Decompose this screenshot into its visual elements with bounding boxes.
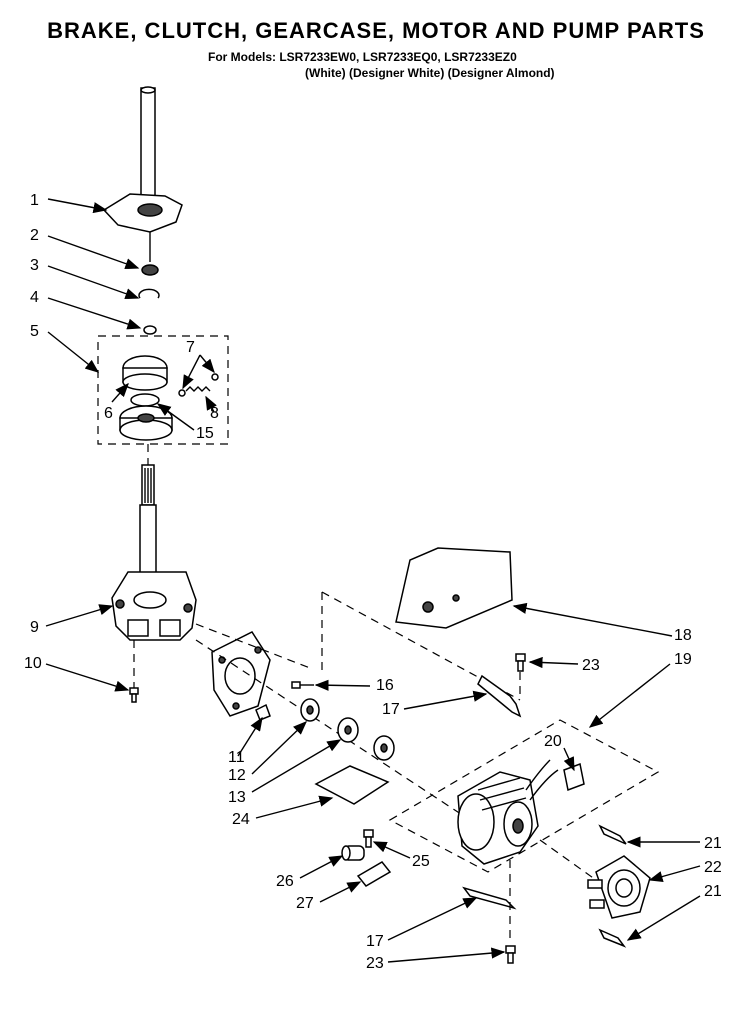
- callout-6: 6: [104, 405, 113, 422]
- callout-8: 8: [210, 405, 219, 422]
- gearcase-part: [111, 571, 197, 641]
- motor-wires-part: [525, 759, 585, 801]
- callout-3: 3: [30, 257, 39, 274]
- washer-part: [141, 264, 159, 276]
- kit-dashed-box: [97, 335, 229, 445]
- models-line: For Models: LSR7233EW0, LSR7233EQ0, LSR7…: [208, 50, 517, 64]
- retaining-ring-part: [138, 288, 160, 299]
- motor-bolt-lower-part: [505, 945, 516, 964]
- coupling-hub-part: [255, 703, 271, 721]
- callout-16: 16: [376, 677, 394, 694]
- callout-25: 25: [412, 853, 430, 870]
- gearcase-bolt-part: [129, 687, 139, 703]
- pump-part: [587, 855, 651, 919]
- callout-19: 19: [674, 651, 692, 668]
- callout-11: 11: [228, 749, 245, 766]
- coupling-parts: [300, 698, 395, 761]
- leader-lines: [45, 198, 701, 963]
- spring-clamp-part: [477, 674, 522, 718]
- callout-1: 1: [30, 192, 39, 209]
- callout-27: 27: [296, 895, 314, 912]
- centerline-gearcase-pump: [195, 623, 311, 669]
- centerline-drive: [195, 639, 471, 821]
- callout-9: 9: [30, 619, 39, 636]
- callout-21-upper: 21: [704, 835, 722, 852]
- callout-15: 15: [196, 425, 214, 442]
- callout-18: 18: [674, 627, 692, 644]
- clutch-pulley-part: [119, 393, 173, 441]
- brake-band-part: [122, 355, 168, 391]
- callout-2: 2: [30, 227, 39, 244]
- small-ring-part: [143, 325, 157, 335]
- clip-lower-part: [598, 928, 627, 948]
- callout-13: 13: [228, 789, 246, 806]
- brake-assembly-part: [102, 193, 183, 262]
- callout-24: 24: [232, 811, 250, 828]
- callout-22: 22: [704, 859, 722, 876]
- callout-10: 10: [24, 655, 42, 672]
- clip-upper-part: [598, 824, 627, 845]
- capacitor-strap-part: [356, 861, 392, 887]
- callout-7: 7: [186, 339, 195, 356]
- diagram-title: BRAKE, CLUTCH, GEARCASE, MOTOR AND PUMP …: [47, 18, 705, 43]
- motor-bolt-upper-part: [515, 653, 526, 672]
- callout-26: 26: [276, 873, 294, 890]
- drive-shaft-top: [140, 86, 156, 217]
- lower-clamp-part: [462, 886, 517, 910]
- motor-mount-plate-part: [395, 547, 513, 629]
- callout-17-upper: 17: [382, 701, 400, 718]
- callout-5: 5: [30, 323, 39, 340]
- callout-4: 4: [30, 289, 39, 306]
- callout-17-lower: 17: [366, 933, 384, 950]
- capacitor-part: [341, 845, 365, 861]
- callout-23-lower: 23: [366, 955, 384, 972]
- screw-part: [291, 681, 314, 689]
- pump-centerline: [539, 839, 597, 881]
- motor-kit-dashed-box: [388, 719, 660, 873]
- capacitor-bolt-part: [363, 829, 374, 848]
- callout-21-lower: 21: [704, 883, 722, 900]
- colors-line: (White) (Designer White) (Designer Almon…: [305, 66, 555, 80]
- callout-12: 12: [228, 767, 246, 784]
- pump-cover-plate-part: [211, 631, 271, 717]
- callout-23-upper: 23: [582, 657, 600, 674]
- pump-cover-part: [314, 765, 390, 805]
- callout-20: 20: [544, 733, 562, 750]
- motor-part: [457, 771, 539, 865]
